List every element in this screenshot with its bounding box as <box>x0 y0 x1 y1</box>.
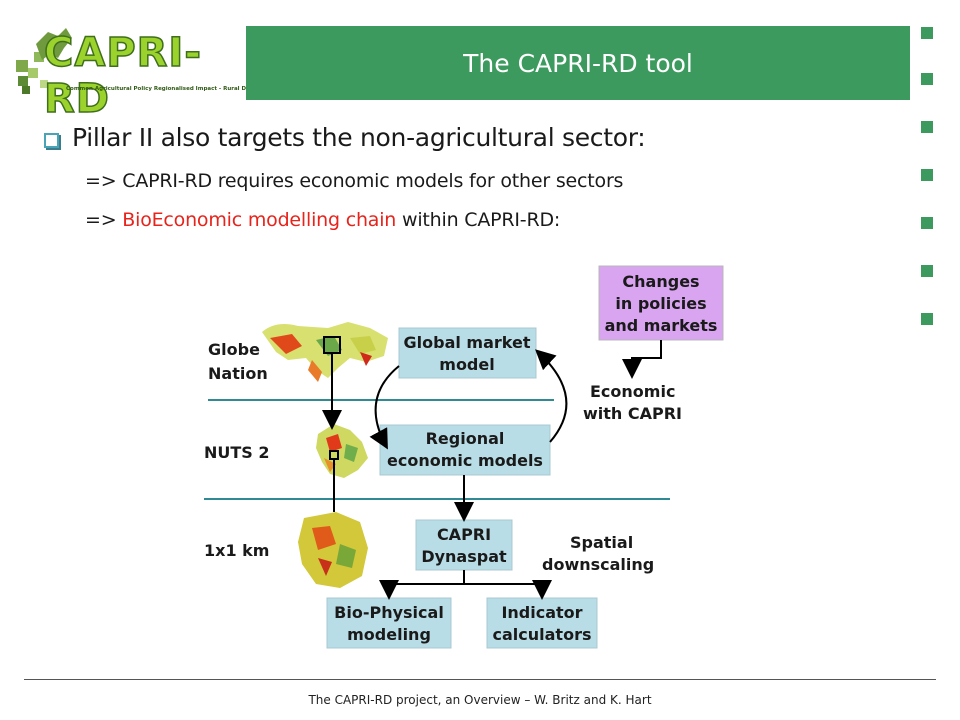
indicator-box: Indicator calculators <box>486 597 598 649</box>
changes-line-2: in policies <box>615 294 706 313</box>
capri-rd-logo: CAPRI-RD Common Agricultural Policy Regi… <box>14 24 246 123</box>
indicator-line-1: Indicator <box>501 603 582 622</box>
logo-text: CAPRI-RD <box>43 29 202 123</box>
sub-point-2: => BioEconomic modelling chain within CA… <box>85 209 560 231</box>
footer-text: The CAPRI-RD project, an Overview – W. B… <box>308 693 652 707</box>
decorative-square <box>921 265 933 277</box>
slide-title-bar: The CAPRI-RD tool <box>246 26 910 100</box>
dynaspat-line-1: CAPRI <box>437 525 491 544</box>
decorative-square <box>921 73 933 85</box>
sub-point-2-suffix: within CAPRI-RD: <box>396 209 561 231</box>
spatial-label-1: Spatial <box>570 533 633 552</box>
indicator-line-2: calculators <box>493 625 592 644</box>
decorative-square <box>921 121 933 133</box>
biophysical-line-2: modeling <box>347 625 431 644</box>
slide-title: The CAPRI-RD tool <box>463 48 693 78</box>
global-market-box: Global market model <box>398 327 537 379</box>
economic-label-1: Economic <box>590 382 675 401</box>
modelling-chain-diagram: Changes in policies and markets Global m… <box>200 258 740 658</box>
logo-subtitle: Common Agricultural Policy Regionalised … <box>66 86 246 92</box>
regional-line-1: Regional <box>426 429 505 448</box>
decorative-square <box>921 169 933 181</box>
bioeconomic-highlight: BioEconomic modelling chain <box>122 209 397 231</box>
bullet-checkbox-icon <box>44 133 59 148</box>
changes-line-3: and markets <box>605 316 718 335</box>
regional-line-2: economic models <box>387 451 543 470</box>
changes-line-1: Changes <box>622 272 699 291</box>
decorative-square <box>921 27 933 39</box>
decorative-square <box>921 217 933 229</box>
capri-dynaspat-box: CAPRI Dynaspat <box>415 519 513 571</box>
footer-divider <box>24 679 936 680</box>
grid-map-image <box>298 512 368 588</box>
diagram-svg: Changes in policies and markets Global m… <box>204 265 724 649</box>
world-map-image <box>262 322 388 382</box>
dynaspat-line-2: Dynaspat <box>421 547 507 566</box>
economic-label-2: with CAPRI <box>583 404 682 423</box>
sub-point-1: => CAPRI-RD requires economic models for… <box>85 170 624 192</box>
spatial-label-2: downscaling <box>542 555 654 574</box>
global-market-line-2: model <box>439 355 494 374</box>
decorative-square <box>921 313 933 325</box>
level-globe: Globe <box>208 340 260 359</box>
biophysical-box: Bio-Physical modeling <box>326 597 452 649</box>
changes-box: Changes in policies and markets <box>598 265 724 341</box>
global-market-line-1: Global market <box>404 333 531 352</box>
europe-map-image <box>316 424 368 478</box>
europe-map-icon <box>16 28 72 94</box>
level-nuts2: NUTS 2 <box>204 443 270 462</box>
regional-models-box: Regional economic models <box>379 424 551 476</box>
biophysical-line-1: Bio-Physical <box>334 603 444 622</box>
bullet-heading: Pillar II also targets the non-agricultu… <box>72 123 646 152</box>
level-1x1km: 1x1 km <box>204 541 270 560</box>
sub-point-2-prefix: => <box>85 209 123 231</box>
level-nation: Nation <box>208 364 268 383</box>
